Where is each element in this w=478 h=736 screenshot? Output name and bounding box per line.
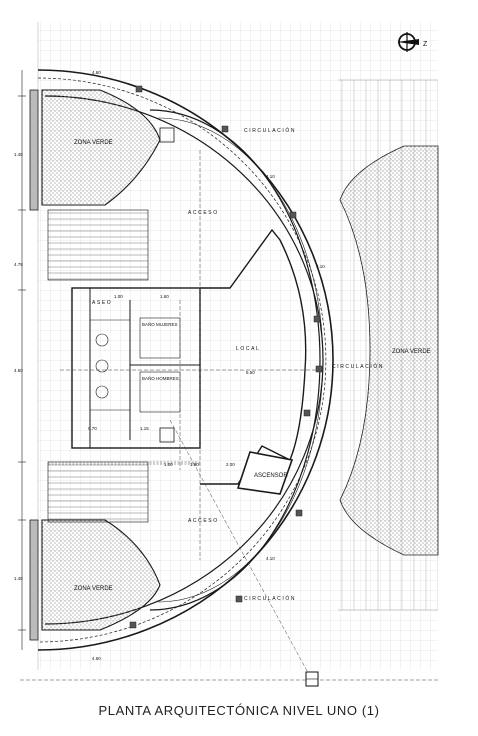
dim-right-arc: 4.10 bbox=[316, 264, 325, 269]
label-acceso-top: ACCESO bbox=[188, 210, 219, 216]
label-zona-verde-right: ZONA VERDE bbox=[392, 349, 431, 355]
dim-bottom-arc-2: 4.60 bbox=[92, 656, 101, 661]
label-circulacion-right: CIRCULACIÓN bbox=[332, 363, 384, 370]
label-zona-verde-bottom: ZONA VERDE bbox=[74, 586, 113, 592]
dim-left-4: 1.45 bbox=[14, 576, 23, 581]
north-arrow-icon bbox=[397, 32, 419, 52]
left-wall bbox=[21, 70, 39, 650]
dim-bottom-arc: 4.10 bbox=[266, 556, 275, 561]
section-marker-icon bbox=[305, 671, 319, 687]
axis-lines bbox=[20, 150, 440, 681]
label-local: LOCAL bbox=[236, 346, 260, 352]
green-zone-bottom bbox=[41, 519, 161, 631]
dim-top-arc: 4.60 bbox=[92, 70, 101, 75]
dim-aseo-2: 1.60 bbox=[160, 294, 169, 299]
label-circulacion-bottom: CIRCULACIÓN bbox=[244, 595, 296, 602]
outer-arcs bbox=[37, 69, 334, 651]
label-ascensor: ASCENSOR bbox=[254, 473, 288, 479]
stairs bbox=[47, 209, 149, 523]
dim-top-arc-2: 4.10 bbox=[266, 174, 275, 179]
dim-aseo-3: 0.70 bbox=[88, 426, 97, 431]
dim-local-width: 5.50 bbox=[246, 370, 255, 375]
dim-left-1: 1.45 bbox=[14, 152, 23, 157]
plan-title: PLANTA ARQUITECTÓNICA NIVEL UNO (1) bbox=[98, 703, 380, 718]
dim-bottom-3: 2.00 bbox=[226, 462, 235, 467]
elevator bbox=[236, 451, 294, 495]
dim-left-2: 4.79 bbox=[14, 262, 23, 267]
label-circulacion-top: CIRCULACIÓN bbox=[244, 127, 296, 134]
dim-aseo-1: 1.00 bbox=[114, 294, 123, 299]
dim-bottom-2: 1.60 bbox=[190, 462, 199, 467]
north-label: Z bbox=[423, 41, 428, 48]
local-room bbox=[200, 228, 307, 485]
label-zona-verde-top: ZONA VERDE bbox=[74, 140, 113, 146]
dim-left-3: 4.50 bbox=[14, 368, 23, 373]
label-aseo: ASEO bbox=[92, 300, 112, 306]
level-markers bbox=[48, 461, 200, 465]
label-bano-mujeres: BAÑO MUJERES bbox=[142, 321, 178, 327]
arc-columns bbox=[129, 85, 323, 629]
dim-bottom-1: 1.00 bbox=[164, 462, 173, 467]
green-zone-right bbox=[339, 145, 439, 556]
dim-aseo-4: 1.15 bbox=[140, 426, 149, 431]
left-dimension-ticks bbox=[18, 95, 26, 631]
label-bano-hombres: BAÑO HOMBRES bbox=[142, 375, 179, 381]
label-acceso-bottom: ACCESO bbox=[188, 518, 219, 524]
